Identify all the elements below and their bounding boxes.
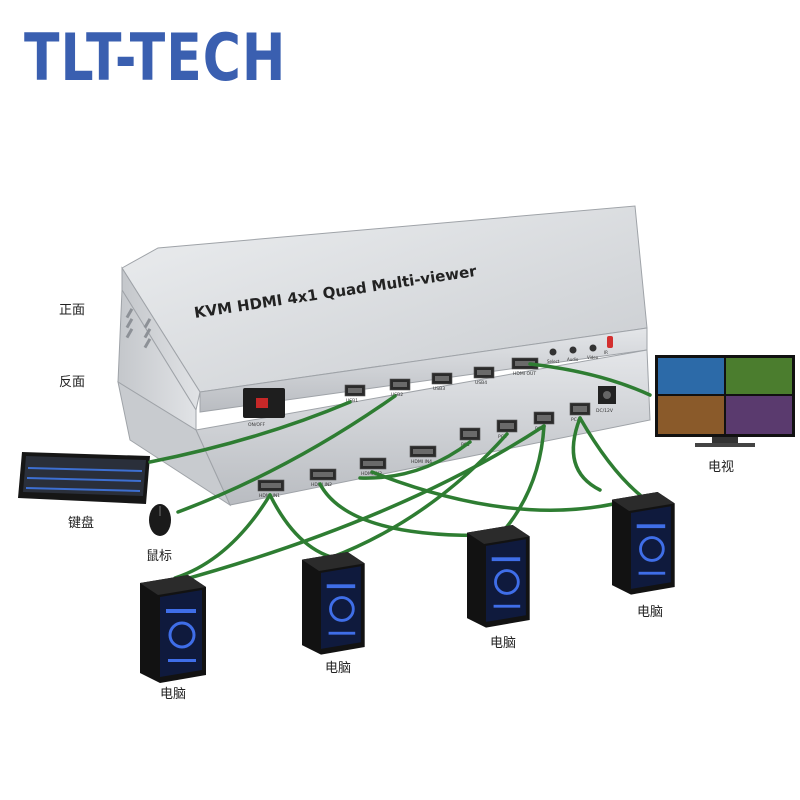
keyboard: [18, 452, 150, 504]
device-top-panel: [117, 205, 651, 507]
mouse-label: 鼠标: [146, 549, 173, 564]
back-usb-pc4-label: PC4: [571, 417, 580, 423]
front-port-usb1: USB1: [344, 384, 366, 404]
computer-label-2: 电脑: [325, 661, 352, 676]
connection-line: [328, 432, 509, 560]
front-button-label: Audio: [567, 357, 579, 362]
connection-line: [358, 440, 472, 480]
back-side-label: 反面: [59, 375, 86, 390]
connection-line: [173, 493, 272, 580]
front-port-row: USB1 USB2 USB3 USB4 HDMI OUT: [344, 357, 539, 404]
connection-lines: [148, 362, 652, 584]
mouse: [149, 504, 171, 536]
tv-label: 电视: [708, 460, 735, 475]
power-switch: ON/OFF: [243, 388, 285, 428]
back-hdmi-in3-label: HDMI IN3: [361, 471, 382, 477]
connection-line: [571, 416, 602, 492]
front-side-label: 正面: [59, 303, 86, 318]
keyboard-label: 键盘: [68, 516, 95, 531]
connection-line: [370, 470, 632, 512]
vent-slots: [125, 308, 152, 349]
computer-group: [140, 492, 675, 683]
front-port-hdmi-out: HDMI OUT: [511, 357, 539, 377]
front-port-usb3: USB3: [431, 372, 453, 392]
computer-3: [467, 525, 530, 628]
connection-line: [318, 482, 502, 538]
computer-label-4: 电脑: [637, 605, 664, 620]
back-hdmi-in2: HDMI IN2: [309, 468, 337, 488]
dc-jack-label: DC/12V: [596, 408, 614, 414]
front-button-label: Video: [587, 355, 599, 360]
power-switch-label: ON/OFF: [248, 422, 266, 428]
brand-logo: TLT-TECH: [24, 21, 287, 96]
front-port-hdmi-out-label: HDMI OUT: [513, 371, 536, 377]
front-port-usb3-label: USB3: [433, 386, 445, 392]
computer-label-3: 电脑: [490, 636, 517, 651]
computer-2: [302, 552, 365, 655]
back-hdmi-in4: HDMI IN4: [409, 445, 437, 465]
front-button-row: Select Audio Video IR: [547, 336, 613, 364]
computer-1: [140, 575, 206, 683]
front-port-usb4: USB4: [473, 366, 495, 386]
computer-label-1: 电脑: [160, 687, 187, 702]
connection-line: [148, 400, 352, 464]
connection-line: [176, 394, 397, 514]
front-button-audio: Audio: [567, 346, 579, 362]
computer-4: [612, 492, 675, 595]
back-hdmi-in3: HDMI IN3: [359, 457, 387, 477]
front-button-label: Select: [547, 359, 560, 364]
front-port-usb1-label: USB1: [346, 398, 358, 404]
dc-jack: DC/12V: [596, 386, 616, 414]
front-port-usb2: USB2: [389, 378, 411, 398]
front-button-video: Video: [587, 344, 599, 360]
connection-line: [173, 424, 546, 584]
front-port-usb4-label: USB4: [475, 380, 487, 386]
back-usb-pc4: PC4: [569, 402, 591, 423]
connection-line: [578, 416, 642, 497]
back-hdmi-in4-label: HDMI IN4: [411, 459, 432, 465]
front-button-select: Select: [547, 348, 560, 364]
tv: [655, 355, 795, 447]
front-button-label: IR: [604, 350, 608, 355]
front-button-ir: IR: [604, 336, 613, 355]
connection-line: [528, 362, 652, 397]
connection-line: [498, 424, 546, 537]
front-port-usb2-label: USB2: [391, 392, 403, 398]
